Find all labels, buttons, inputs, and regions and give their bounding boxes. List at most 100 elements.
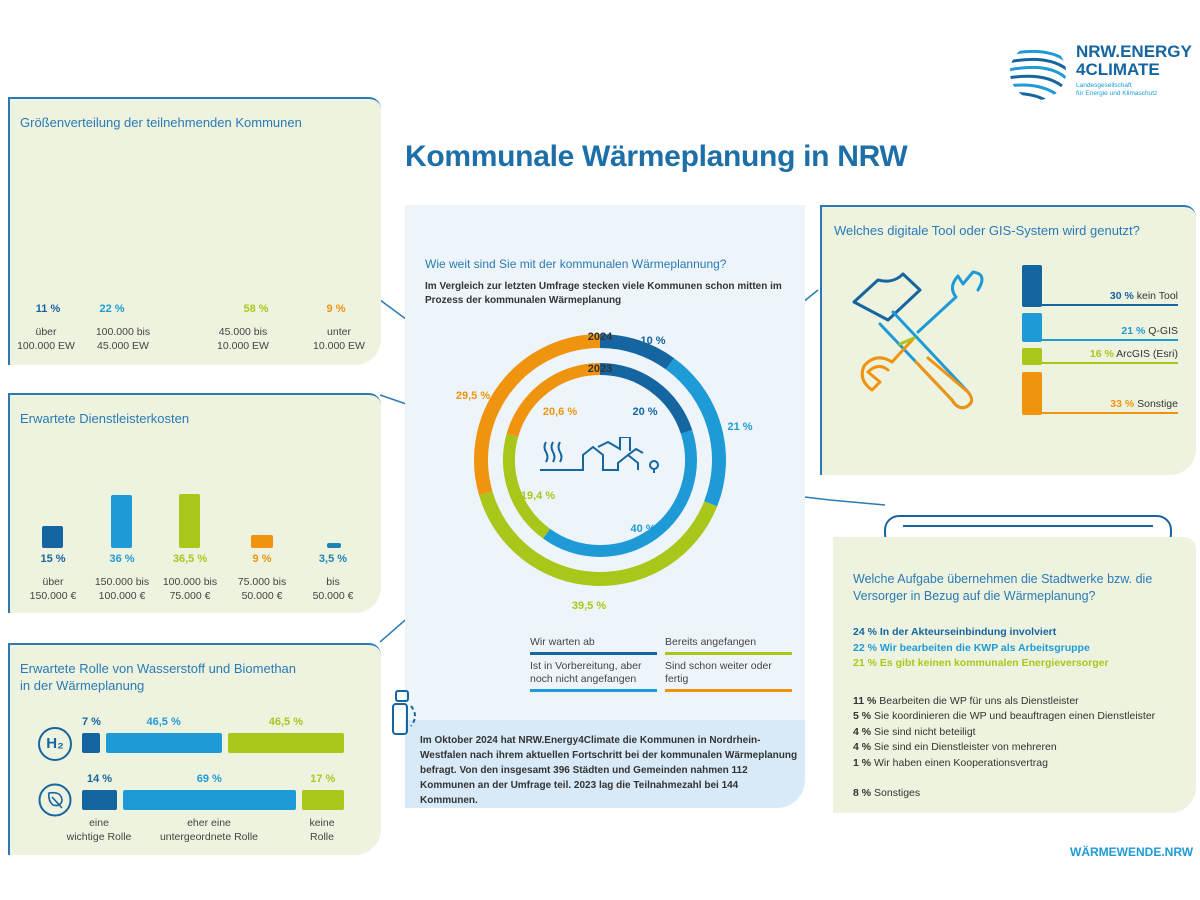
- stadtwerke-item: 1 % Wir haben einen Kooperationsvertrag: [853, 756, 1048, 769]
- logo-sub1: Landesgesellschaft: [1076, 82, 1132, 89]
- donut-segment-2024: [479, 491, 718, 586]
- role-bar-wasserstoff: 7 % 46,5 % 46,5 %: [82, 716, 344, 753]
- role-percent: 14 %: [86, 773, 113, 785]
- role-percent: 46,5 %: [146, 716, 181, 728]
- cost-bar: [179, 494, 200, 548]
- size-group-percent: 58 %: [243, 303, 269, 315]
- role-percent: 46,5 %: [268, 716, 303, 728]
- tool-name: kein Tool: [1136, 290, 1178, 302]
- tool-label: 16 % ArcGIS (Esri): [1042, 348, 1178, 364]
- tools-icon: [852, 270, 984, 410]
- donut-label: 20,6 %: [542, 406, 578, 418]
- role-title-line1: Erwartete Rolle von Wasserstoff und Biom…: [20, 661, 297, 676]
- cost-bar: [327, 542, 341, 548]
- cost-percent: 15 %: [40, 553, 66, 565]
- donut-label: 29,5 %: [455, 390, 491, 402]
- tool-name: Sonstige: [1137, 398, 1178, 410]
- town-heat-icon: [540, 437, 659, 473]
- cost-bar: [42, 525, 63, 548]
- tool-name: ArcGIS (Esri): [1116, 348, 1178, 360]
- stadtwerke-item: 4 % Sie sind nicht beteiligt: [853, 725, 976, 738]
- progress-question: Wie weit sind Sie mit der kommunalen Wär…: [425, 257, 727, 271]
- footer-brand: WÄRMEWENDE.NRW: [1070, 845, 1194, 859]
- donut-label: 39,5 %: [571, 600, 607, 612]
- progress-subtitle: Im Vergleich zur letzten Umfrage stecken…: [425, 281, 782, 306]
- logo-globe-icon: [1010, 49, 1066, 100]
- donut-segment-2024: [599, 334, 675, 370]
- leaf-icon: [38, 783, 72, 817]
- cost-bar: [251, 534, 273, 548]
- tools-panel-title: Welches digitale Tool oder GIS-System wi…: [834, 223, 1140, 238]
- stadtwerke-highlight: 24 % In der Akteurseinbindung involviert: [853, 626, 1057, 638]
- tool-name: Q-GIS: [1148, 325, 1178, 337]
- size-panel-title: Größenverteilung der teilnehmenden Kommu…: [20, 115, 302, 130]
- logo-sub2: für Energie und Klimaschutz: [1076, 90, 1158, 97]
- progress-panel: [405, 205, 805, 720]
- stadtwerke-highlight: 21 % Es gibt keinen kommunalen Energieve…: [853, 657, 1109, 669]
- tool-label: 21 % Q-GIS: [1042, 325, 1178, 341]
- role-title-line2: in der Wärmeplanung: [20, 678, 145, 693]
- info-box: [405, 720, 805, 808]
- role-segment: 46,5 %: [105, 716, 222, 753]
- legend-item: Sind schon weiter oder fertig: [665, 660, 792, 692]
- size-group-percent: 22 %: [99, 303, 125, 315]
- logo: NRW.ENERGY 4CLIMATE Landesgesellschaft f…: [1008, 42, 1192, 107]
- role-percent: 7 %: [82, 716, 101, 728]
- role-segment: 7 %: [82, 716, 101, 753]
- logo-line2: 4CLIMATE: [1076, 60, 1160, 79]
- donut-segment-2024: [665, 358, 726, 507]
- role-segment: 46,5 %: [227, 716, 344, 753]
- cost-percent: 3,5 %: [318, 553, 348, 565]
- cost-bar: [111, 495, 132, 548]
- stadtwerke-item: 11 % Bearbeiten die WP für uns als Diens…: [853, 694, 1079, 707]
- stadtwerke-title: Welche Aufgabe übernehmen die Stadtwerke…: [853, 572, 1153, 603]
- tool-percent: 21 %: [1121, 325, 1146, 337]
- progress-donut-chart: [474, 334, 726, 586]
- tool-percent: 33 %: [1110, 398, 1135, 410]
- cost-panel-title: Erwartete Dienstleisterkosten: [20, 411, 190, 426]
- hydrogen-icon: H₂: [38, 727, 72, 761]
- role-percent: 69 %: [196, 773, 222, 785]
- legend-item: Bereits angefangen: [665, 636, 792, 655]
- size-distribution-panel: [8, 97, 381, 365]
- info-text: Im Oktober 2024 hat NRW.Energy4Climate d…: [420, 735, 798, 806]
- donut-year-label: 2024: [587, 331, 613, 343]
- donut-segment-2023: [599, 363, 693, 434]
- donut-label: 10 %: [640, 335, 666, 347]
- stadtwerke-highlight: 22 % Wir bearbeiten die KWP als Arbeitsg…: [853, 641, 1090, 654]
- page-title: Kommunale Wärmeplanung in NRW: [405, 140, 908, 173]
- donut-label: 40 %: [630, 523, 656, 535]
- tool-percent: 30 %: [1109, 290, 1134, 302]
- role-panel-title: Erwartete Rolle von Wasserstoff und Biom…: [20, 660, 296, 694]
- tool-percent: 16 %: [1089, 348, 1114, 360]
- donut-segment-2024: [474, 334, 601, 496]
- size-group-percent: 11 %: [35, 303, 61, 315]
- stadtwerke-other: 8 % Sonstiges: [853, 787, 921, 799]
- stadtwerke-panel: [833, 537, 1196, 813]
- donut-segment-2023: [503, 433, 551, 539]
- legend-item: Ist in Vorbereitung, aber noch nicht ang…: [530, 660, 657, 692]
- info-person-icon: [392, 690, 416, 735]
- tool-label: 33 % Sonstige: [1042, 398, 1178, 414]
- cost-percent: 36,5 %: [172, 553, 208, 565]
- role-percent: 17 %: [310, 773, 336, 785]
- role-bar-biomethan: 14 % 69 % 17 %: [82, 773, 344, 810]
- tool-label: 30 % kein Tool: [1042, 290, 1178, 306]
- tool-bar: [1022, 265, 1042, 307]
- tool-bar: [1022, 313, 1042, 342]
- role-segment: 17 %: [301, 773, 344, 810]
- donut-year-label: 2023: [587, 363, 613, 375]
- tool-bar: [1022, 348, 1042, 365]
- role-segment: 69 %: [123, 773, 296, 810]
